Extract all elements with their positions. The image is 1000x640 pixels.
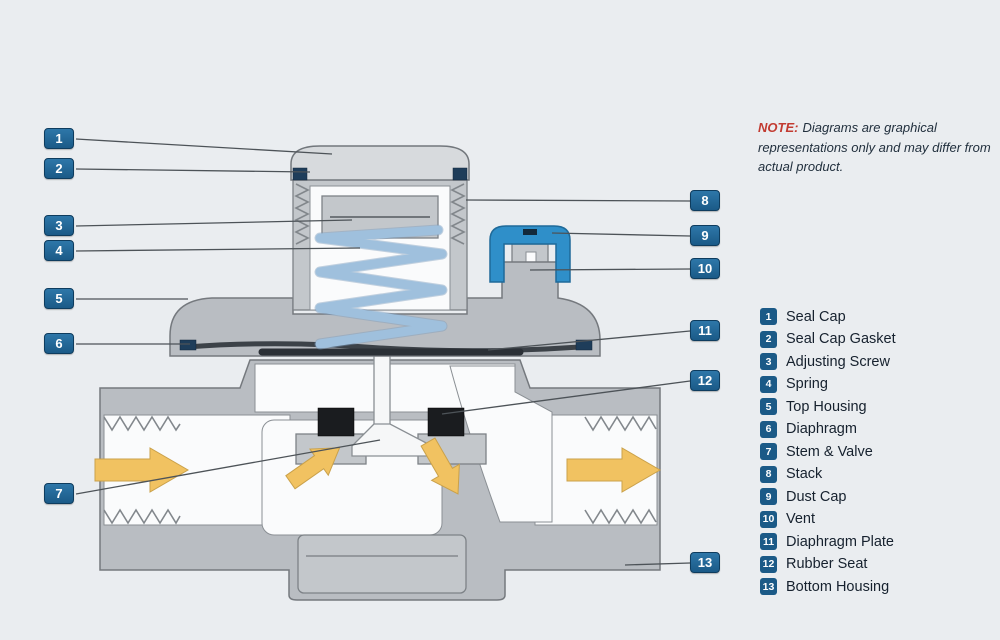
leader-line-12: [441, 380, 691, 415]
leader-line-10: [529, 268, 691, 271]
callout-3: 3: [44, 215, 74, 236]
callout-5: 5: [44, 288, 74, 309]
legend-item-stack: 8 Stack: [760, 465, 896, 483]
legend-badge: 11: [760, 533, 777, 550]
seal-cap-gasket-right: [452, 167, 468, 181]
inlet-thread-bottom: [103, 508, 181, 525]
callout-7: 7: [44, 483, 74, 504]
legend-item-dust-cap: 9 Dust Cap: [760, 488, 896, 505]
legend-item-seal-cap: 1 Seal Cap: [760, 308, 896, 325]
inlet-thread-top: [103, 415, 181, 432]
callout-10: 10: [690, 258, 720, 279]
callout-8: 8: [690, 190, 720, 211]
callout-1: 1: [44, 128, 74, 149]
legend-badge: 5: [760, 398, 777, 415]
bottom-plug: [297, 534, 467, 594]
legend-badge: 13: [760, 578, 777, 595]
legend-item-top-housing: 5 Top Housing: [760, 398, 896, 415]
note-prefix: NOTE:: [758, 120, 799, 135]
legend-badge: 8: [760, 465, 777, 483]
top-housing-shape: [169, 261, 601, 357]
legend-badge: 12: [760, 555, 777, 573]
legend-item-seal-cap-gasket: 2 Seal Cap Gasket: [760, 330, 896, 348]
leader-line-8: [465, 199, 691, 202]
flow-arrow-outlet: [566, 447, 661, 493]
leader-line-1: [75, 138, 333, 155]
diaphragm-edge-right: [575, 339, 593, 351]
legend-label: Dust Cap: [786, 488, 847, 505]
outlet-thread-bottom: [584, 508, 657, 525]
legend-label: Adjusting Screw: [786, 353, 890, 370]
legend-label: Seal Cap Gasket: [786, 331, 896, 347]
dust-cap-slot: [523, 229, 537, 235]
legend-label: Bottom Housing: [786, 578, 890, 595]
leader-line-11: [487, 330, 691, 351]
flow-arrow-inlet: [94, 447, 189, 493]
seal-cap-gasket-left: [292, 167, 308, 181]
callout-4: 4: [44, 240, 74, 261]
legend-label: Rubber Seat: [786, 556, 868, 572]
stack-thread-left: [294, 183, 310, 245]
leader-line-3: [75, 219, 353, 227]
callout-11: 11: [690, 320, 720, 341]
callout-13: 13: [690, 552, 720, 573]
rubber-seat-right: [427, 407, 465, 437]
legend-item-rubber-seat: 12 Rubber Seat: [760, 555, 896, 573]
callout-9: 9: [690, 225, 720, 246]
note-text: NOTE:Diagrams are graphical representati…: [758, 118, 994, 177]
legend-label: Seal Cap: [786, 308, 846, 325]
legend-label: Diaphragm: [786, 421, 857, 437]
legend-badge: 10: [760, 510, 777, 528]
legend-badge: 3: [760, 353, 777, 370]
leader-line-7: [75, 439, 381, 495]
legend-badge: 9: [760, 488, 777, 505]
seal-cap-shape: [290, 145, 470, 181]
legend-item-spring: 4 Spring: [760, 375, 896, 393]
leader-line-13: [624, 562, 691, 566]
callout-6: 6: [44, 333, 74, 354]
legend-badge: 2: [760, 330, 777, 348]
flow-arrow-seat-left: [285, 447, 341, 490]
right-curved-passage: [449, 365, 553, 523]
leader-line-2: [75, 168, 311, 173]
stack-thread-right: [450, 183, 466, 245]
dust-cap-shape: [489, 225, 571, 283]
rubber-seat-left: [317, 407, 355, 437]
diaphragm-edge-left: [179, 339, 197, 351]
spring-shape: [315, 225, 447, 349]
legend-label: Vent: [786, 511, 816, 527]
leader-line-9: [551, 232, 691, 237]
callout-12: 12: [690, 370, 720, 391]
legend-item-diaphragm: 6 Diaphragm: [760, 420, 896, 438]
callout-2: 2: [44, 158, 74, 179]
outlet-thread-top: [584, 415, 657, 432]
flow-arrow-seat-right: [420, 437, 460, 495]
legend-badge: 7: [760, 443, 777, 460]
legend-label: Top Housing: [786, 398, 867, 415]
legend-item-diaphragm-plate: 11 Diaphragm Plate: [760, 533, 896, 550]
leader-line-4: [75, 247, 361, 252]
parts-legend: 1 Seal Cap 2 Seal Cap Gasket 3 Adjusting…: [760, 308, 896, 595]
legend-badge: 6: [760, 420, 777, 438]
legend-label: Spring: [786, 376, 828, 392]
legend-label: Diaphragm Plate: [786, 533, 894, 550]
legend-item-adjusting-screw: 3 Adjusting Screw: [760, 353, 896, 370]
legend-item-stem-valve: 7 Stem & Valve: [760, 443, 896, 460]
legend-badge: 1: [760, 308, 777, 325]
legend-item-bottom-housing: 13 Bottom Housing: [760, 578, 896, 595]
legend-badge: 4: [760, 375, 777, 393]
stem-shaft: [373, 353, 391, 431]
legend-label: Stack: [786, 466, 823, 482]
legend-item-vent: 10 Vent: [760, 510, 896, 528]
legend-label: Stem & Valve: [786, 443, 873, 460]
note-body: Diagrams are graphical representations o…: [758, 120, 991, 174]
